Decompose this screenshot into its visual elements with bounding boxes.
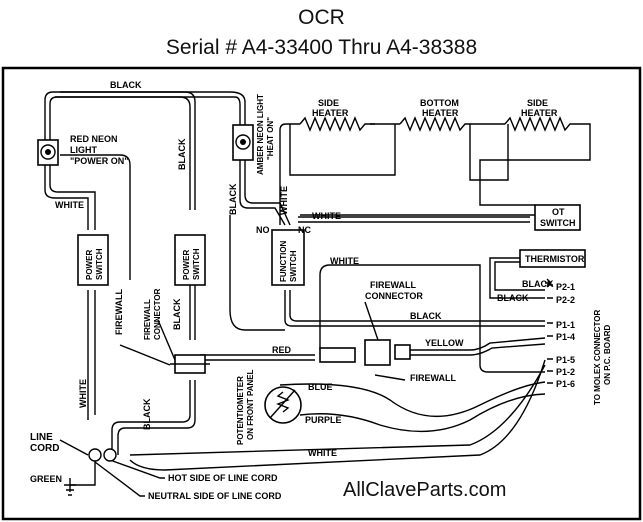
red-neon-label-3: "POWER ON" xyxy=(70,156,129,166)
power-switch-1-label-1: POWER xyxy=(85,250,94,280)
thermistor-label: THERMISTOR xyxy=(525,254,585,264)
side-heater-right-label-1: SIDE xyxy=(527,98,548,108)
pin-p2-2: P2-2 xyxy=(556,295,575,305)
wire-label-white-mid: WHITE xyxy=(330,256,359,266)
function-switch xyxy=(271,229,305,286)
switch-terminal-no: NO xyxy=(256,225,270,235)
heaters xyxy=(299,116,580,132)
pin-p1-6: P1-6 xyxy=(556,379,575,389)
wire-label-white-bottom: WHITE xyxy=(308,448,337,458)
wire-label-black-therm2: BLACK xyxy=(497,293,529,303)
firewall-label-right: FIREWALL xyxy=(410,373,456,383)
pin-p1-1: P1-1 xyxy=(556,320,575,330)
potentiometer xyxy=(264,386,302,424)
firewall-connector-left-label-1: FIREWALL xyxy=(143,299,152,340)
wire-label-red: RED xyxy=(272,345,292,355)
power-switch-1 xyxy=(77,234,109,286)
ot-switch-label-2: SWITCH xyxy=(540,218,576,228)
side-heater-left-label-2: HEATER xyxy=(312,108,349,118)
molex-label-1: TO MOLEX CONNECTOR xyxy=(593,310,602,405)
hot-side-callout: HOT SIDE OF LINE CORD xyxy=(168,473,278,483)
side-heater-right-label-2: HEATER xyxy=(521,108,558,118)
amber-neon-label-1: AMBER NEON LIGHT xyxy=(256,94,265,175)
pin-p1-5: P1-5 xyxy=(556,355,575,365)
line-cord-label-2: CORD xyxy=(30,443,59,454)
wire-label-white-left: WHITE xyxy=(55,200,84,210)
bottom-heater-label-2: HEATER xyxy=(422,108,459,118)
pin-p1-4: P1-4 xyxy=(556,332,575,342)
firewall-connector-left-label-2: CONNECTOR xyxy=(153,288,162,340)
amber-neon-label-2: "HEAT ON" xyxy=(266,117,275,160)
wires xyxy=(44,91,591,497)
wire-label-black-therm1: BLACK xyxy=(522,279,554,289)
power-switch-1-label-2: SWITCH xyxy=(95,248,104,280)
diagram-title: OCR xyxy=(298,6,345,29)
wire-label-black-amber: BLACK xyxy=(228,183,238,215)
pin-p2-1: P2-1 xyxy=(556,282,575,292)
power-switch-2-label-1: POWER xyxy=(182,250,191,280)
diagram-frame xyxy=(1,66,642,521)
ot-switch-label-1: OT xyxy=(552,207,565,217)
red-neon-light xyxy=(37,139,59,166)
wire-label-white-heater: WHITE xyxy=(312,211,341,221)
wire-label-black-lower: BLACK xyxy=(142,398,152,430)
wire-label-black-fw: BLACK xyxy=(172,298,182,330)
wire-label-black-p1: BLACK xyxy=(410,311,442,321)
bottom-heater-symbol xyxy=(399,116,475,132)
wire-label-white-amber: WHITE xyxy=(279,186,289,215)
firewall-label-left: FIREWALL xyxy=(114,289,124,335)
molex-label-2: ON P.C. BOARD xyxy=(603,324,612,385)
bottom-heater-label-1: BOTTOM xyxy=(420,98,459,108)
diagram-subtitle: Serial # A4-33400 Thru A4-38388 xyxy=(165,36,478,59)
wire-label-black-top: BLACK xyxy=(110,80,142,90)
side-heater-left-label-1: SIDE xyxy=(318,98,339,108)
wire-label-purple: PURPLE xyxy=(305,415,342,425)
wire-label-white-vertical: WHITE xyxy=(78,379,88,408)
red-neon-label-2: LIGHT xyxy=(70,145,97,155)
wire-label-green: GREEN xyxy=(30,474,62,484)
function-switch-label-1: FUNCTION xyxy=(279,240,288,282)
wire-label-black-mid: BLACK xyxy=(177,138,187,170)
ot-switch xyxy=(534,204,581,231)
line-cord-plug xyxy=(88,448,117,462)
side-heater-left-symbol xyxy=(299,116,375,132)
firewall-connector-right-label-2: CONNECTOR xyxy=(365,291,423,301)
wire-label-blue: BLUE xyxy=(308,382,333,392)
power-switch-2 xyxy=(174,234,206,286)
red-neon-label-1: RED NEON xyxy=(70,134,118,144)
pin-labels: P2-1 P2-2 P1-1 P1-4 P1-5 P1-2 P1-6 xyxy=(547,282,575,389)
firewall-connector-right xyxy=(319,339,411,366)
switch-terminal-nc: NC xyxy=(298,225,311,235)
firewall-connector-left xyxy=(170,354,210,374)
firewall-connector-right-label-1: FIREWALL xyxy=(370,280,416,290)
side-heater-right-symbol xyxy=(504,116,580,132)
thermistor-box xyxy=(519,249,586,268)
potentiometer-label-2: ON FRONT PANEL xyxy=(246,369,255,440)
pin-p1-2: P1-2 xyxy=(556,367,575,377)
power-switch-2-label-2: SWITCH xyxy=(192,248,201,280)
line-cord-label-1: LINE xyxy=(30,432,53,443)
watermark: AllClaveParts.com xyxy=(343,479,506,501)
wire-label-yellow: YELLOW xyxy=(425,338,464,348)
amber-neon-light xyxy=(232,124,254,161)
neutral-side-callout: NEUTRAL SIDE OF LINE CORD xyxy=(148,491,282,501)
function-switch-label-2: SWITCH xyxy=(289,250,298,282)
potentiometer-label-1: POTENTIOMETER xyxy=(236,376,245,445)
